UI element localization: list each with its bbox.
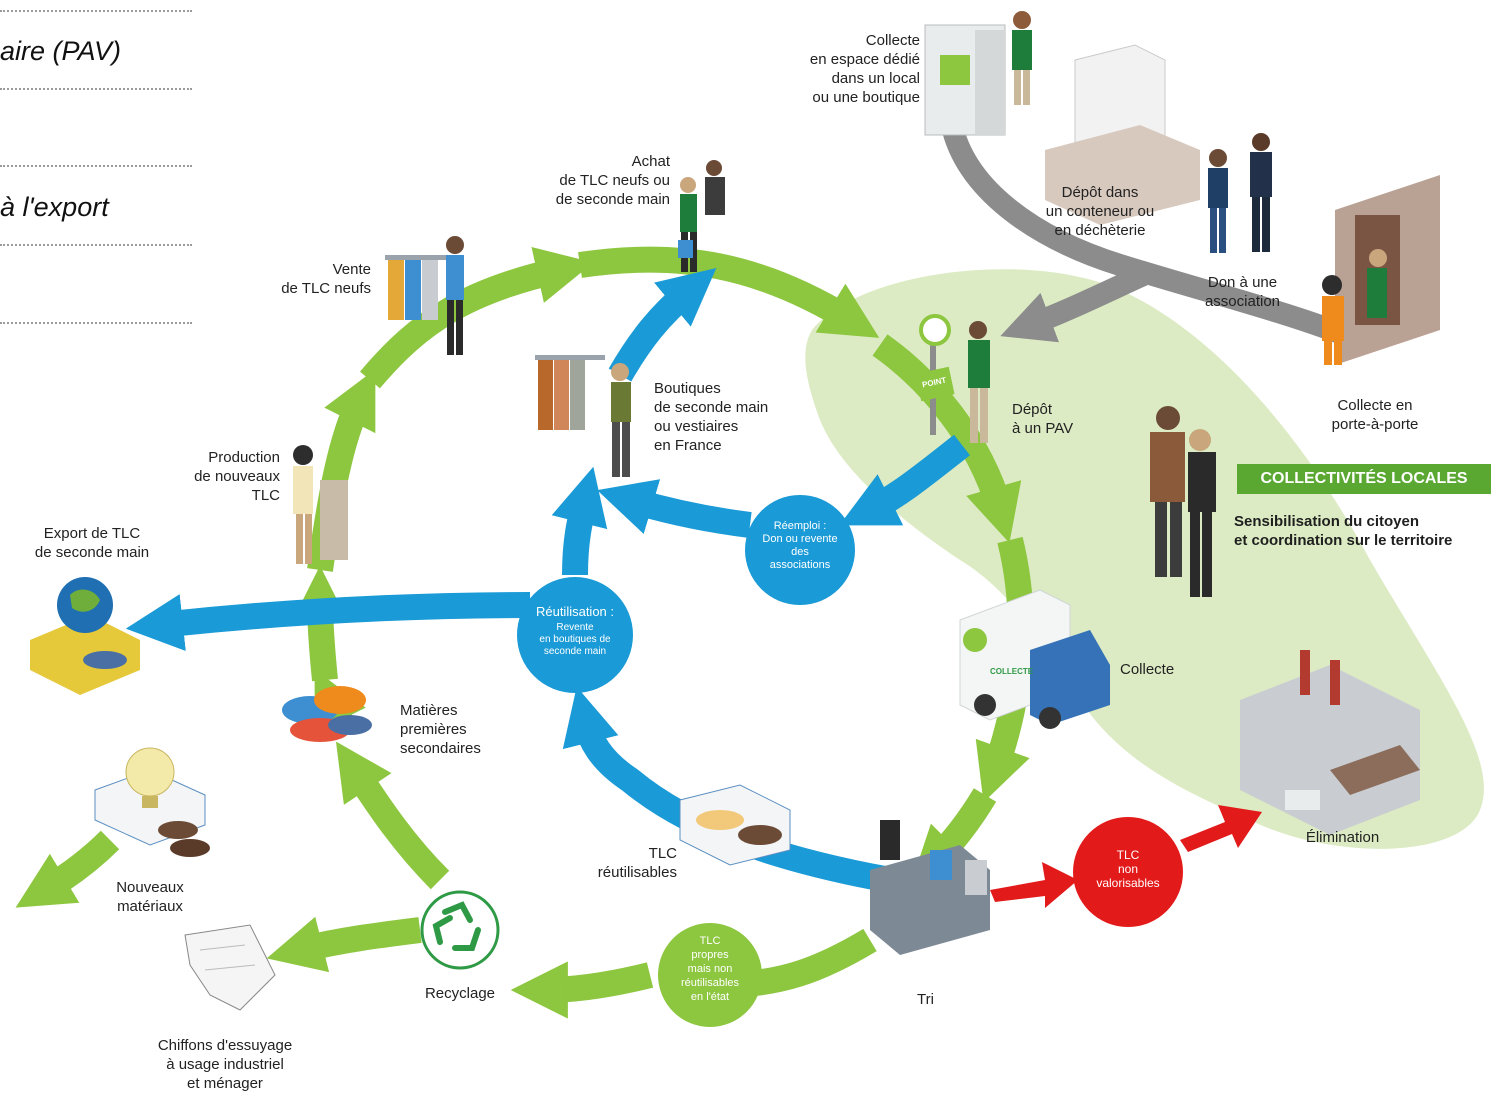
sorting-station-icon <box>870 820 990 955</box>
propres-label: TLC propres mais non réutilisables en l'… <box>680 935 740 1003</box>
collection-bin-icon <box>924 24 1006 136</box>
reemploi-label: Réemploi : Don ou revente des associatio… <box>762 520 838 571</box>
reemploi-circle <box>745 495 855 605</box>
legend-divider <box>0 244 192 246</box>
person-icon <box>1150 406 1216 597</box>
label-boutiques: Boutiques de seconde main ou vestiaires … <box>654 380 769 454</box>
label-tri: Tri <box>917 991 934 1008</box>
grey-arrow-1 <box>939 113 1349 346</box>
label-elimination: Élimination <box>1305 829 1380 846</box>
label-collecte-espace: Collecte en espace dédié dans un local o… <box>809 32 920 106</box>
label-collecte-porte: Collecte en porte-à-porte <box>1331 397 1419 433</box>
blue-arrow-to-achat <box>608 268 717 382</box>
blue-arrow-from-pav <box>839 434 971 526</box>
green-arrow-bottom-2 <box>510 961 654 1019</box>
truck-logo-text: COLLECTE <box>990 667 1034 676</box>
blue-arrow-to-boutique <box>551 466 608 576</box>
reutilisation-body: Revente en boutiques de seconde main <box>539 622 611 657</box>
label-tlc-reutilisables: TLC réutilisables <box>597 845 677 881</box>
legend-text-2: à l'export <box>0 192 109 222</box>
label-chiffons: Chiffons d'essuyage à usage industriel e… <box>157 1037 293 1092</box>
green-arrow-right <box>872 334 1022 543</box>
green-arrow-top-2 <box>578 246 880 338</box>
non-valorisables-circle <box>1073 817 1183 927</box>
person-icon <box>678 160 725 272</box>
globe-icon <box>30 577 140 695</box>
reutilisation-title: Réutilisation : <box>535 604 615 619</box>
person-icon <box>1012 11 1032 105</box>
label-collecte: Collecte <box>1120 661 1175 678</box>
label-nouveaux: Nouveaux matériaux <box>116 879 184 915</box>
container-icon <box>1045 44 1200 225</box>
person-icon <box>1208 133 1272 253</box>
reutilisation-circle <box>517 577 633 693</box>
label-depot-pav: Dépôt à un PAV <box>1012 401 1074 437</box>
recycle-icon <box>420 890 500 970</box>
collectivites-badge: COLLECTIVITÉS LOCALES <box>1237 464 1491 494</box>
person-icon <box>293 445 348 564</box>
legend-text-1: aire (PAV) <box>0 36 122 66</box>
truck-icon <box>959 589 1110 729</box>
clothes-rack-icon <box>535 355 631 477</box>
label-matieres: Matières premières secondaires <box>400 702 481 757</box>
non-valorisables-label: TLC non valorisables <box>1096 848 1160 890</box>
cloth-icon <box>184 924 276 1011</box>
shoe-icon <box>158 821 210 857</box>
green-arrow-to-chiffons <box>266 916 422 973</box>
green-arrow-nouveaux <box>15 830 120 908</box>
reusable-textiles-icon <box>679 784 791 866</box>
door-icon <box>1335 175 1440 365</box>
label-export: Export de TLC de seconde main <box>34 525 150 561</box>
blue-arrow-reuse-up <box>562 686 893 893</box>
label-recyclage: Recyclage <box>424 985 496 1002</box>
blue-arrow-to-export <box>125 592 531 652</box>
legend-divider <box>0 88 192 90</box>
legend-divider <box>0 322 192 324</box>
label-don-association: Don à une association <box>1204 274 1281 310</box>
person-icon <box>1322 249 1387 365</box>
red-arrow-1 <box>990 862 1078 908</box>
green-arrow-recycle-up <box>335 741 450 890</box>
label-achat: Achat de TLC neufs ou de seconde main <box>555 153 670 208</box>
legend-divider <box>0 165 192 167</box>
label-production: Production de nouveaux TLC <box>194 449 280 504</box>
blue-arrow-reemploi <box>597 479 752 538</box>
legend-divider <box>0 10 192 12</box>
grey-arrow-2 <box>1000 261 1155 343</box>
label-depot-conteneur: Dépôt dans un conteneur ou en déchèterie <box>1045 184 1155 239</box>
red-arrow-2 <box>1180 805 1262 852</box>
propres-circle <box>658 923 762 1027</box>
factory-icon <box>1240 650 1420 835</box>
recycle-arrows <box>432 901 481 951</box>
signpost-icon <box>915 314 990 443</box>
label-vente: Vente de TLC neufs <box>281 261 371 297</box>
material-heap-icon <box>282 686 372 742</box>
collectivites-subtitle: Sensibilisation du citoyen et coordinati… <box>1234 513 1453 549</box>
clothes-rack-icon <box>385 236 464 355</box>
